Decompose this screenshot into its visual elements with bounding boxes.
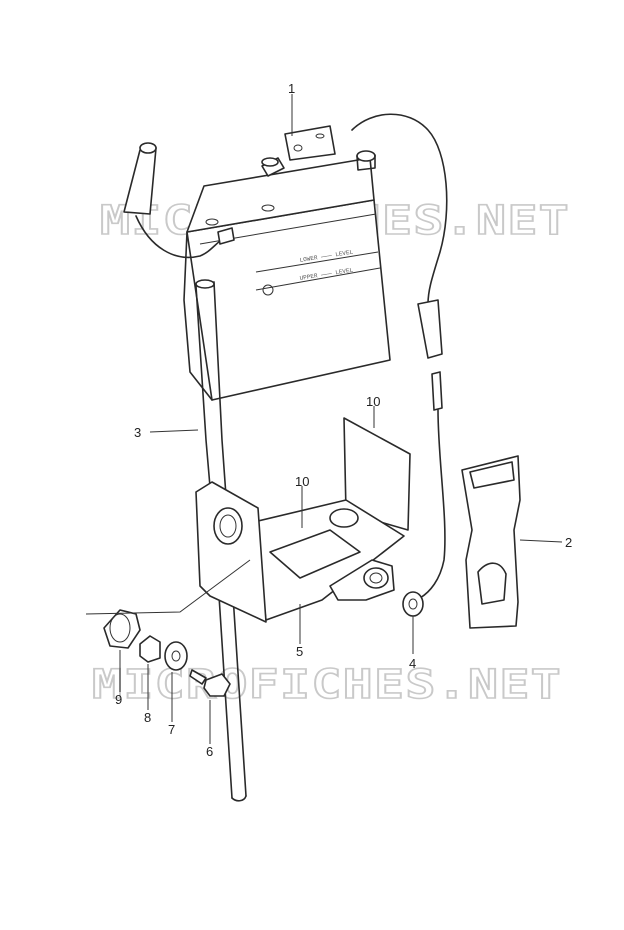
leader-lines: [119, 94, 563, 744]
callout-10-upper: 10: [366, 394, 380, 409]
callout-10-lower: 10: [295, 474, 309, 489]
watermark-bottom: MICROFICHES.NET: [92, 662, 562, 708]
bolt: [189, 669, 231, 697]
callout-9: 9: [115, 692, 122, 707]
callout-8: 8: [144, 710, 151, 725]
spacer: [139, 635, 161, 663]
battery-strap: [461, 455, 521, 629]
positive-cable: [351, 113, 448, 359]
terminal-boot-left: [123, 142, 235, 259]
cushion: [103, 609, 141, 649]
callout-5: 5: [296, 644, 303, 659]
assembly-leader: [85, 559, 251, 615]
callout-3: 3: [134, 425, 141, 440]
callout-6: 6: [206, 744, 213, 759]
bracket: [195, 417, 411, 623]
callout-1: 1: [288, 81, 295, 96]
callout-4: 4: [409, 656, 416, 671]
battery: LOWER ——— LEVEL UPPER ——— LEVEL: [183, 125, 391, 401]
callout-7: 7: [168, 722, 175, 737]
washer: [164, 641, 188, 671]
callout-2: 2: [565, 535, 572, 550]
ground-lead: [402, 371, 446, 617]
